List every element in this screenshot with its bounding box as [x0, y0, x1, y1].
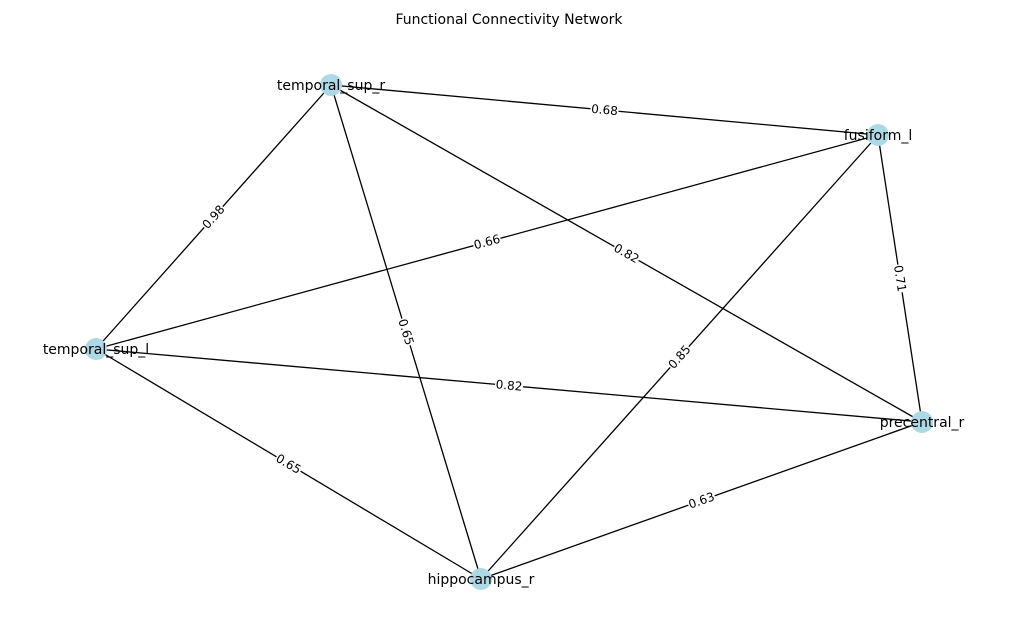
node-label-temporal_sup_r: temporal_sup_r	[277, 78, 385, 94]
edges-layer	[95, 84, 923, 580]
node-label-precentral_r: precentral_r	[880, 415, 965, 431]
edge-weight-label: 0.82	[610, 239, 643, 267]
edge-weight-bg	[589, 100, 620, 119]
node-hippocampus_r	[470, 568, 492, 590]
edge-weight-label: 0.63	[685, 488, 718, 512]
edge-weight-label: 0.66	[471, 230, 503, 253]
edge-weight-text: 0.66	[472, 232, 501, 253]
node-temporal_sup_r	[320, 74, 342, 96]
edge-weight-bg	[664, 341, 695, 373]
edge-weight-text: 0.63	[687, 489, 717, 511]
edge-weight-bg	[272, 449, 305, 478]
edge-weight-bg	[610, 239, 643, 267]
node-temporal_sup_l	[85, 338, 107, 360]
edge-weight-text: 0.68	[591, 102, 619, 118]
nodes-layer	[85, 74, 933, 590]
edge-weight-label: 0.65	[272, 449, 305, 478]
node-label-hippocampus_r: hippocampus_r	[428, 572, 535, 588]
edge-weight-text: 0.71	[891, 264, 909, 293]
node-precentral_r	[911, 411, 933, 433]
node-labels-layer: temporal_sup_r fusiform_l temporal_sup_lpr…	[43, 78, 965, 588]
edge-weight-bg	[395, 316, 418, 348]
edge-weight-label: 0.82	[494, 376, 524, 394]
edge-weight-bg	[685, 488, 718, 512]
edge-weight-bg	[198, 201, 229, 233]
edge-labels-layer: 0.680.980.650.820.660.710.850.820.650.63	[198, 100, 911, 512]
edge-weight-text: 0.65	[395, 317, 416, 347]
edge-weight-label: 0.68	[589, 100, 620, 119]
node-fusiform_l	[867, 124, 889, 146]
graph-title: Functional Connectivity Network	[395, 12, 623, 28]
edge-weight-label: 0.65	[395, 316, 418, 348]
edge-weight-bg	[494, 376, 524, 394]
edge-weight-text: 0.82	[495, 377, 523, 393]
node-label-fusiform_l: fusiform_l	[844, 128, 913, 144]
edge-weight-bg	[471, 230, 503, 253]
edge-weight-label: 0.71	[890, 263, 911, 294]
edge-weight-bg	[890, 263, 911, 294]
node-label-temporal_sup_l: temporal_sup_l	[43, 342, 149, 358]
